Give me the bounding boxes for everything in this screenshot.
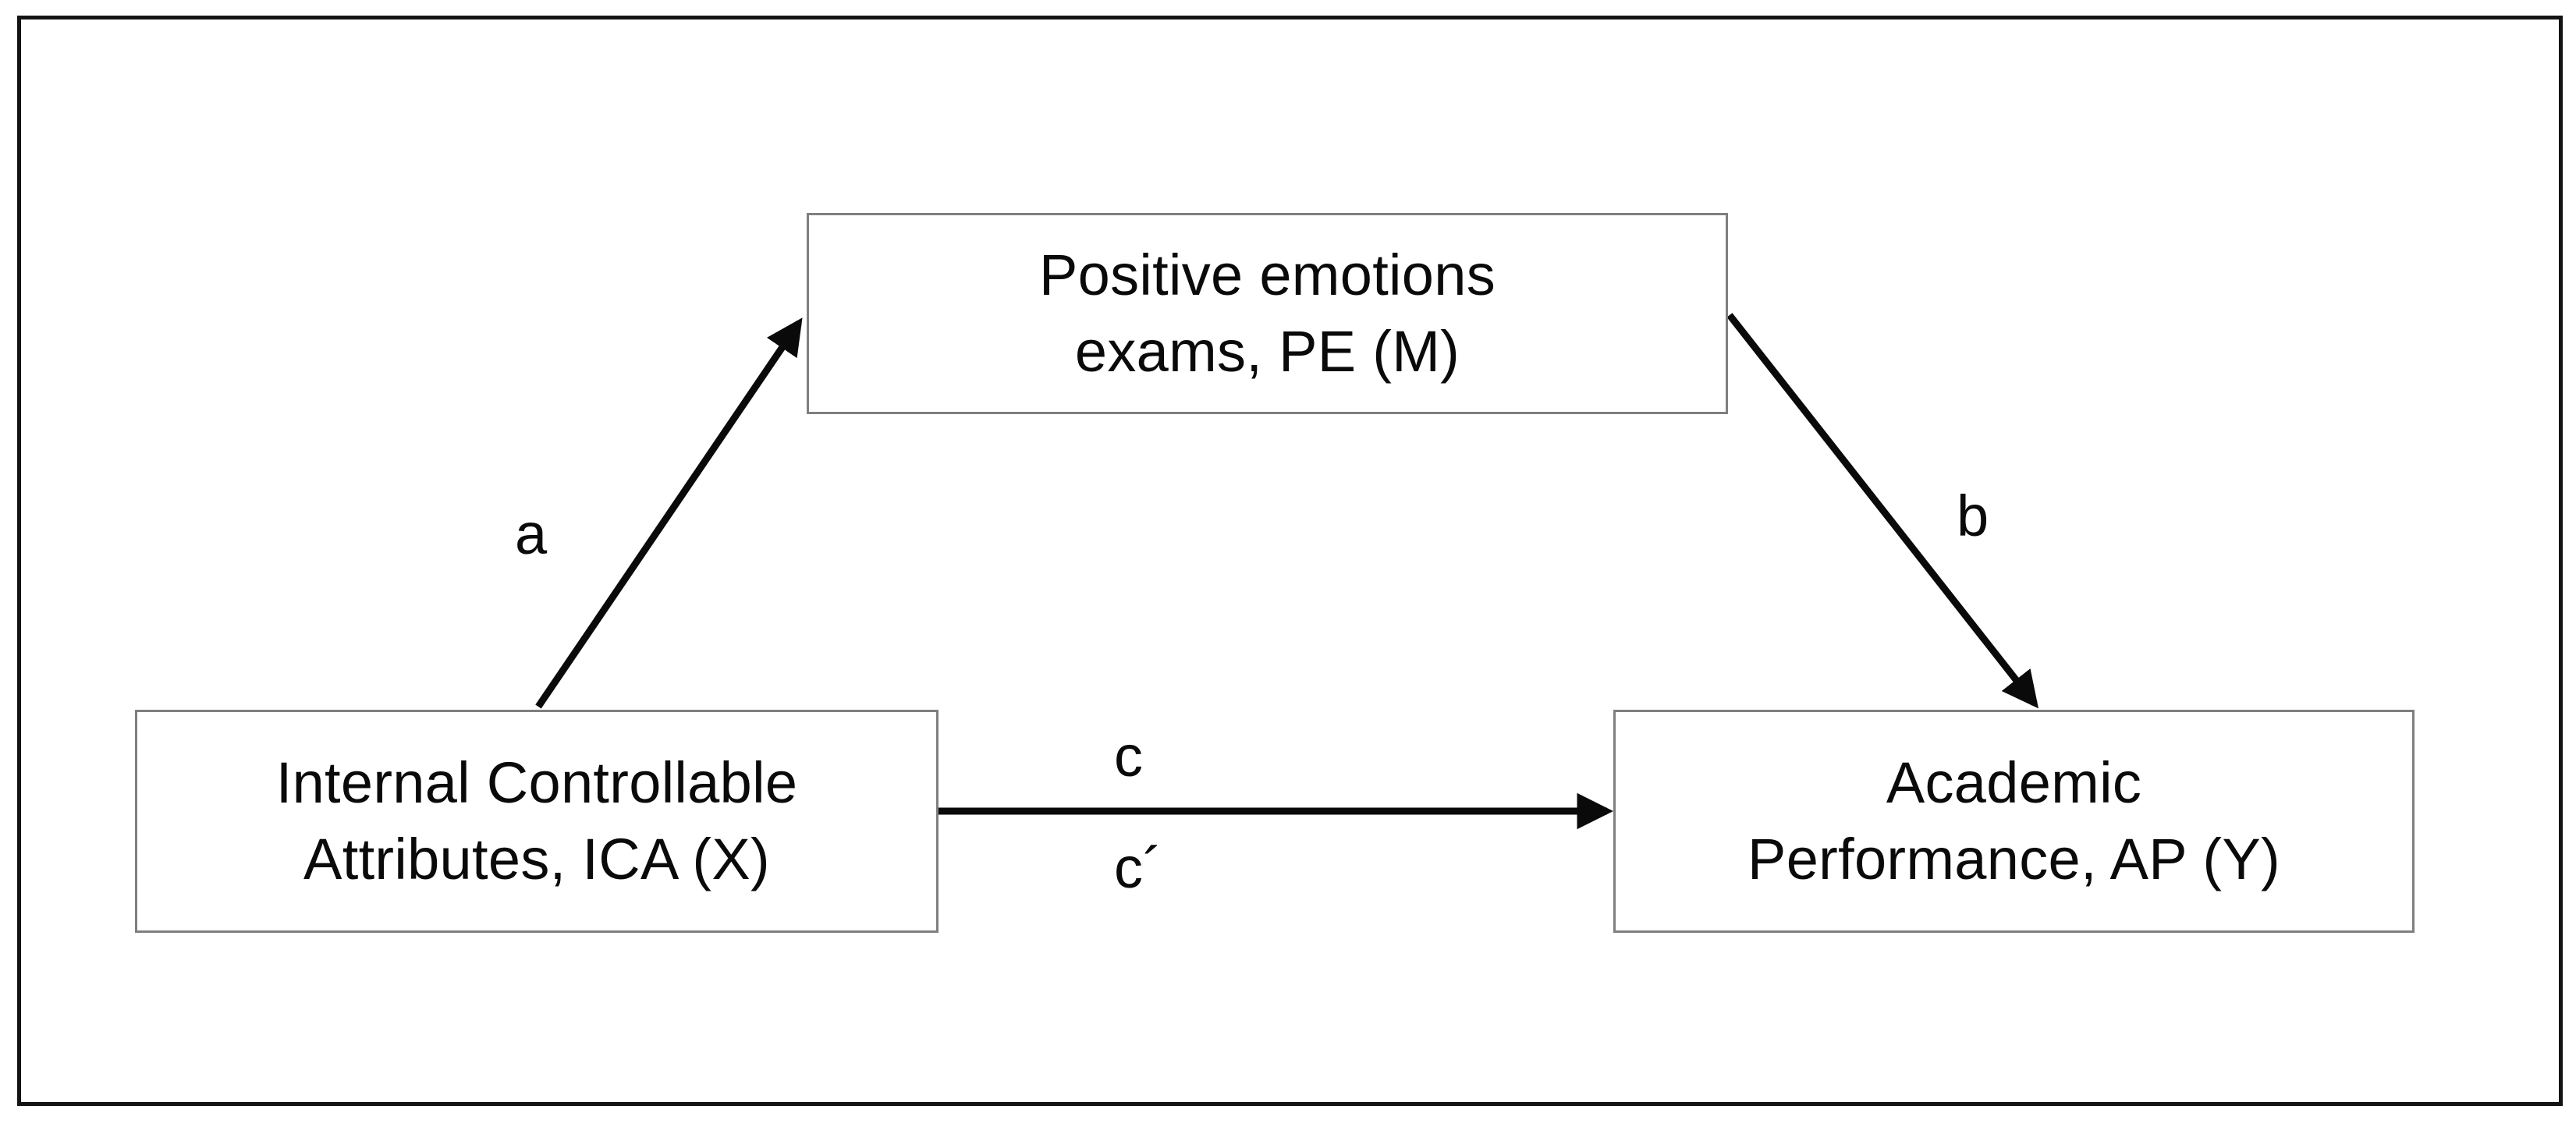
path-label-b: b: [1957, 484, 1989, 548]
node-ica-line2: Attributes, ICA (X): [303, 827, 770, 891]
node-academic-performance[interactable]: Academic Performance, AP (Y): [1613, 710, 2415, 933]
node-positive-emotions[interactable]: Positive emotions exams, PE (M): [807, 213, 1728, 414]
node-pe-line2: exams, PE (M): [1074, 319, 1460, 384]
node-pe-line1: Positive emotions: [1038, 243, 1496, 308]
node-internal-controllable-attributes[interactable]: Internal Controllable Attributes, ICA (X…: [135, 710, 939, 933]
figure-frame: [17, 16, 2563, 1106]
node-ap-line1: Academic: [1886, 750, 2142, 816]
node-ica-line1: Internal Controllable: [275, 750, 798, 816]
path-label-a: a: [515, 501, 548, 566]
path-label-c-prime: c´: [1114, 835, 1162, 900]
path-label-c: c: [1114, 724, 1143, 789]
node-ap-line2: Performance, AP (Y): [1747, 827, 2280, 891]
